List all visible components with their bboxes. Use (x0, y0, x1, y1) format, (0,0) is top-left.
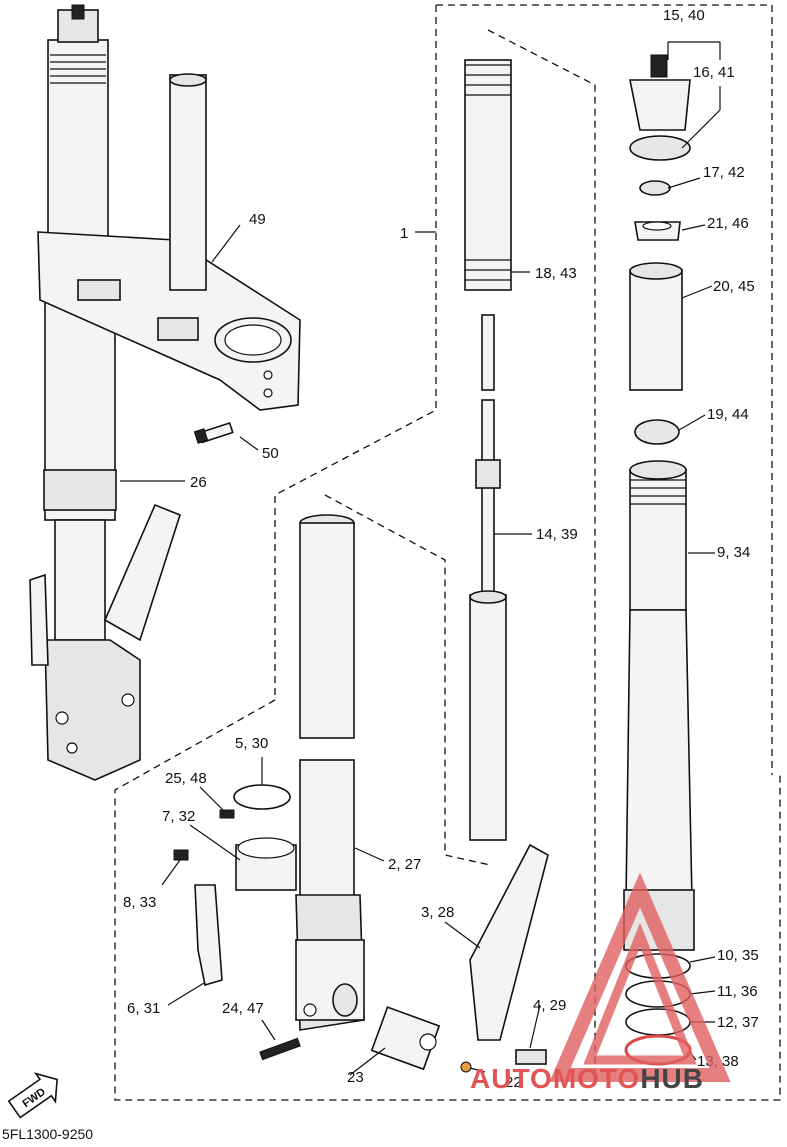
callout-14-39: 14, 39 (536, 526, 578, 543)
washer-22 (460, 1061, 472, 1073)
inner-tube (295, 514, 365, 1031)
callout-4-29: 4, 29 (533, 997, 566, 1014)
callout-20-45: 20, 45 (713, 278, 755, 295)
fwd-arrow-icon: FWD (7, 1072, 58, 1119)
callout-6-31: 6, 31 (127, 1000, 160, 1017)
seat-19 (634, 419, 680, 445)
callout-5-30: 5, 30 (235, 735, 268, 752)
spacer-20 (629, 262, 683, 391)
assembled-fork (29, 4, 181, 781)
callout-25-48: 25, 48 (165, 770, 207, 787)
bolt-24 (259, 1037, 301, 1061)
diagram-code: 5FL1300-9250 (2, 1126, 93, 1142)
callout-11-36: 11, 36 (717, 983, 758, 1000)
callout-3-28: 3, 28 (421, 904, 454, 921)
cap-bolt (629, 54, 691, 161)
bracket-6 (194, 884, 223, 987)
callout-15-40: 15, 40 (663, 7, 705, 24)
bolt-4 (515, 1049, 547, 1065)
damper-rod (469, 314, 507, 841)
callout-49: 49 (249, 211, 266, 228)
callout-8-33: 8, 33 (123, 894, 156, 911)
callout-21-46: 21, 46 (707, 215, 749, 232)
axle-holder-23 (370, 1006, 441, 1071)
callout-23: 23 (347, 1069, 364, 1086)
collar-21 (634, 221, 681, 241)
callout-9-34: 9, 34 (717, 544, 750, 561)
fork-spring (464, 59, 512, 291)
washer-17 (639, 180, 671, 196)
guard-3 (469, 843, 549, 1041)
bolt-50 (193, 421, 234, 444)
callout-17-42: 17, 42 (703, 164, 745, 181)
watermark-text: AUTOMOTOHUB (470, 1063, 704, 1094)
callout-26: 26 (190, 474, 207, 491)
callout-16-41: 16, 41 (693, 64, 735, 81)
clamp-7 (235, 837, 297, 891)
callout-7-32: 7, 32 (162, 808, 195, 825)
callout-50: 50 (262, 445, 279, 462)
leader-lines (120, 41, 721, 1076)
connector-line-right (487, 29, 596, 1075)
outer-tube (623, 460, 695, 951)
triple-clamp (37, 73, 301, 411)
circlip-5 (233, 784, 291, 810)
callout-1: 1 (400, 225, 408, 242)
callout-2-27: 2, 27 (388, 856, 421, 873)
callout-19-44: 19, 44 (707, 406, 749, 423)
watermark-logo (549, 872, 731, 1082)
bolt-8 (173, 849, 189, 861)
group-boundary-upper (114, 4, 781, 1101)
callout-22: 22 (505, 1074, 522, 1091)
screw-25 (219, 809, 235, 819)
callout-24-47: 24, 47 (222, 1000, 264, 1017)
callout-12-37: 12, 37 (717, 1014, 759, 1031)
callout-10-35: 10, 35 (717, 947, 759, 964)
callout-18-43: 18, 43 (535, 265, 577, 282)
